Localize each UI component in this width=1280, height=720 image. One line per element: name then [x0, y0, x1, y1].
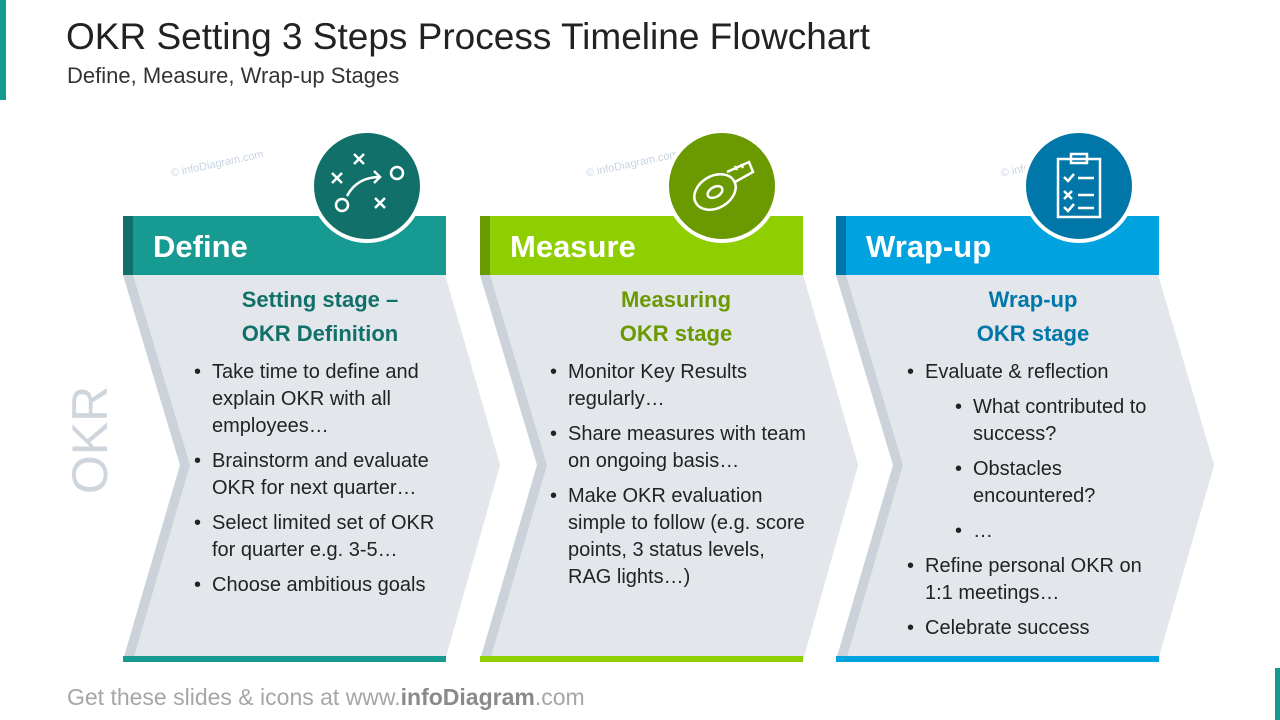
bullet-item: Brainstorm and evaluate OKR for next qua… [190, 448, 450, 502]
stage-heading: OKR stage [976, 321, 1090, 346]
stage-heading: OKR stage [619, 321, 733, 346]
accent-bar-bottom [1275, 668, 1280, 720]
page-title: OKR Setting 3 Steps Process Timeline Flo… [66, 16, 871, 57]
bullet-item: Make OKR evaluation simple to follow (e.… [546, 483, 806, 591]
bullet-item: Take time to define and explain OKR with… [190, 359, 450, 440]
bullet-item: Evaluate & reflection [903, 359, 1163, 386]
measuring-tape-icon [665, 129, 779, 243]
bottom-bar-wrapup [836, 656, 1159, 662]
bottom-bar-define [123, 656, 446, 662]
footer-prefix: Get these slides & icons at www. [67, 684, 401, 710]
stage-title: Wrap-up [866, 229, 992, 264]
okr-side-label: OKR [62, 385, 118, 495]
bullet-item: Refine personal OKR on 1:1 meetings… [903, 553, 1163, 607]
strategy-play-icon [310, 129, 424, 243]
stage-heading: Measuring [620, 287, 732, 312]
footer-link[interactable]: Get these slides & icons at www.infoDiag… [67, 684, 585, 711]
stage-body-define: Setting stage – OKR Definition Take time … [190, 283, 450, 607]
footer-brand: infoDiagram [400, 684, 535, 710]
bullet-item: Celebrate success [903, 615, 1163, 642]
stage-heading: Setting stage – [241, 287, 399, 312]
sub-bullet-item: … [951, 518, 1163, 545]
checklist-icon [1022, 129, 1136, 243]
stage-heading: OKR Definition [241, 321, 399, 346]
stage-title: Measure [510, 229, 636, 264]
bullet-item: Select limited set of OKR for quarter e.… [190, 510, 450, 564]
accent-bar [0, 0, 6, 100]
bullet-item: Share measures with team on ongoing basi… [546, 421, 806, 475]
page-subtitle: Define, Measure, Wrap-up Stages [67, 63, 400, 88]
sub-bullet-item: What contributed to success? [951, 394, 1163, 448]
stage-title: Define [153, 229, 248, 264]
bullet-item: Choose ambitious goals [190, 572, 450, 599]
bullet-item: Monitor Key Results regularly… [546, 359, 806, 413]
bottom-bar-measure [480, 656, 803, 662]
footer-suffix: .com [534, 684, 585, 710]
sub-bullet-item: Obstacles encountered? [951, 456, 1163, 510]
stage-heading: Wrap-up [988, 287, 1078, 312]
